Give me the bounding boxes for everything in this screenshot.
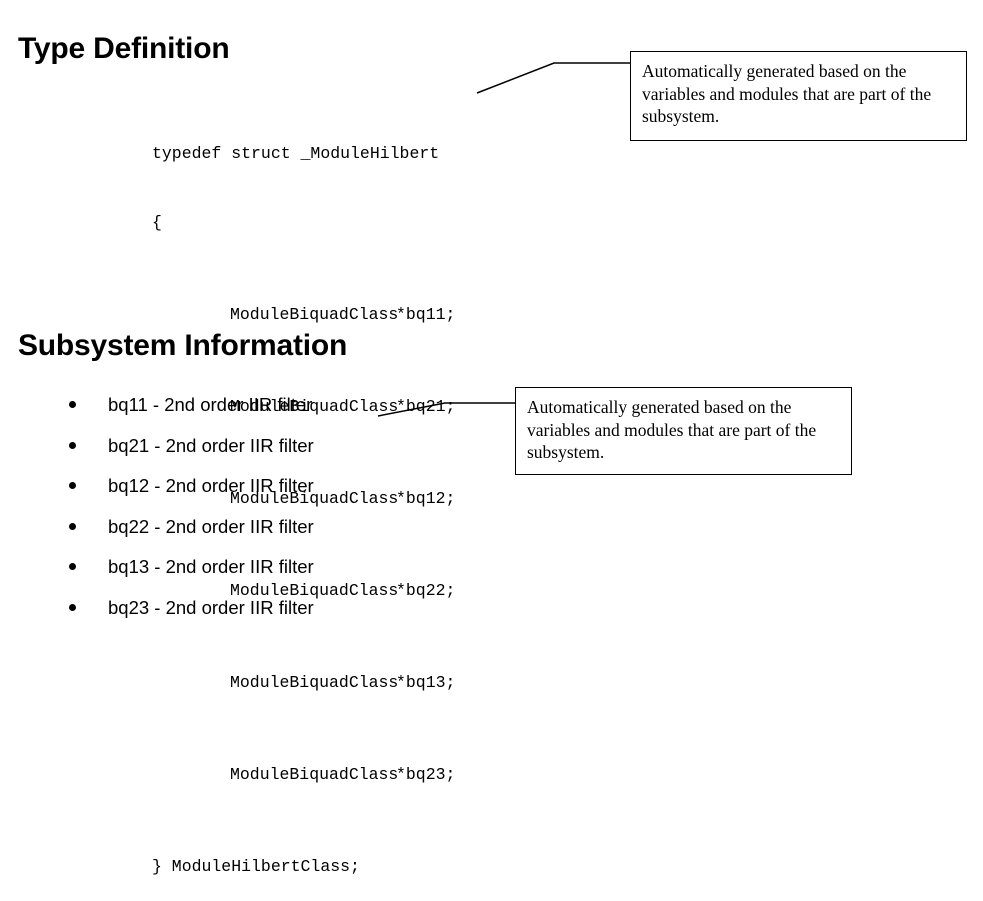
code-line-typedef-open: typedef struct _ModuleHilbert [152, 144, 440, 163]
callout-subsystem-information: Automatically generated based on the var… [515, 387, 852, 475]
leader-line-type-definition-icon [476, 62, 632, 94]
code-line-member: ModuleBiquadClass*bq11; [152, 303, 455, 326]
code-line-member: ModuleBiquadClass*bq21; [152, 395, 455, 418]
leader-line-subsystem-information-icon [377, 402, 517, 417]
page-title-subsystem-information: Subsystem Information [18, 329, 348, 362]
code-member-name: *bq13; [396, 673, 456, 692]
code-member-type: ModuleBiquadClass [230, 489, 399, 508]
bullet-dot-icon [69, 603, 76, 611]
code-line-member: ModuleBiquadClass*bq23; [152, 763, 455, 786]
code-line-member: ModuleBiquadClass*bq13; [152, 671, 455, 694]
code-line-member: ModuleBiquadClass*bq22; [152, 579, 455, 602]
code-line-member: ModuleBiquadClass*bq12; [152, 487, 455, 510]
bullet-dot-icon [69, 401, 76, 408]
bullet-dot-icon [69, 563, 76, 570]
subsystem-bullet-list: bq11 - 2nd order IIR filter bq21 - 2nd o… [60, 392, 314, 635]
list-item-label: bq12 - 2nd order IIR filter [108, 475, 314, 496]
code-member-type: ModuleBiquadClass [230, 581, 399, 600]
list-item: bq12 - 2nd order IIR filter [60, 473, 314, 514]
code-line-typedef-close: } ModuleHilbertClass; [152, 857, 360, 876]
code-member-name: *bq12; [396, 489, 456, 508]
code-member-type: ModuleBiquadClass [230, 673, 399, 692]
bullet-dot-icon [69, 441, 76, 449]
list-item-label: bq13 - 2nd order IIR filter [108, 556, 314, 577]
code-member-type: ModuleBiquadClass [230, 305, 399, 324]
list-item: bq22 - 2nd order IIR filter [60, 514, 314, 555]
list-item: bq11 - 2nd order IIR filter [60, 392, 314, 433]
list-item-label: bq22 - 2nd order IIR filter [108, 515, 314, 537]
callout-type-definition: Automatically generated based on the var… [630, 51, 967, 141]
code-member-name: *bq11; [396, 305, 456, 324]
list-item-label: bq21 - 2nd order IIR filter [108, 434, 314, 456]
list-item-label: bq11 - 2nd order IIR filter [108, 394, 313, 415]
code-member-type: ModuleBiquadClass [230, 397, 399, 416]
bullet-dot-icon [69, 482, 76, 489]
bullet-dot-icon [69, 522, 76, 530]
list-item: bq23 - 2nd order IIR filter [60, 595, 314, 636]
list-item: bq21 - 2nd order IIR filter [60, 433, 314, 474]
code-member-type: ModuleBiquadClass [230, 765, 399, 784]
code-member-name: *bq22; [396, 581, 456, 600]
list-item: bq13 - 2nd order IIR filter [60, 554, 314, 595]
code-member-name: *bq23; [396, 765, 456, 784]
list-item-label: bq23 - 2nd order IIR filter [108, 596, 314, 618]
page-title-type-definition: Type Definition [18, 32, 230, 65]
code-line-brace-open: { [152, 213, 162, 232]
